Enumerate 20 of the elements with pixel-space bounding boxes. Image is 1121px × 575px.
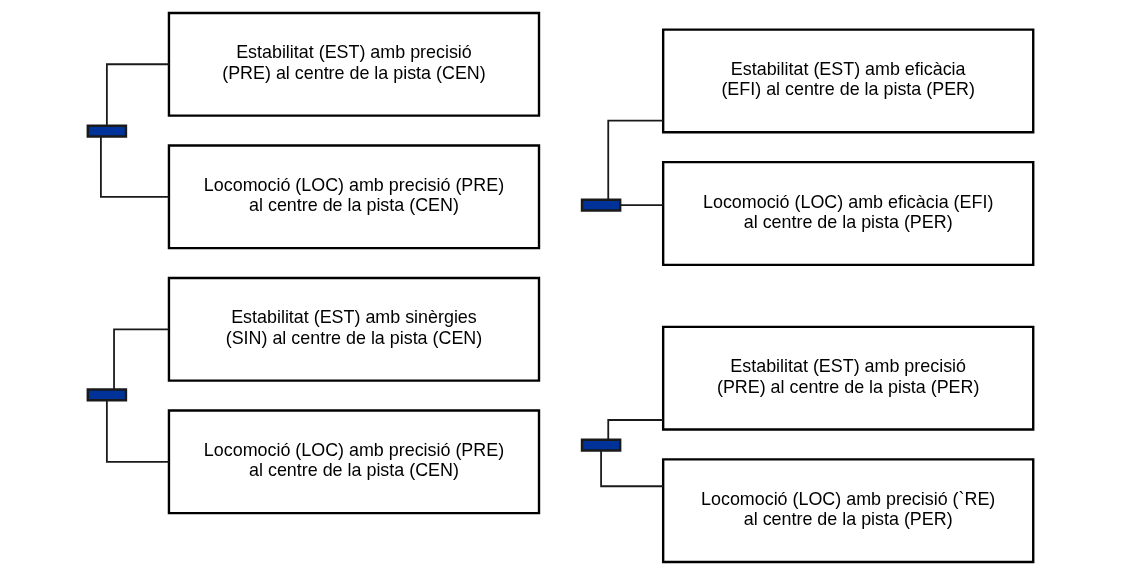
connector bbox=[600, 449, 665, 488]
connector bbox=[100, 135, 170, 198]
connector bbox=[106, 399, 170, 463]
node-box: Estabilitat (EST) amb precisió (PRE) al centre de la pista (CEN) bbox=[167, 11, 541, 117]
node-box: Locomoció (LOC) amb precisió (PRE) al centre de la pista (CEN) bbox=[167, 144, 541, 250]
node-box: Estabilitat (EST) amb precisió (PRE) al centre de la pista (PER) bbox=[661, 325, 1035, 431]
connector bbox=[106, 63, 170, 127]
node-box: Locomoció (LOC) amb precisió (PRE) al centre de la pista (CEN) bbox=[167, 409, 541, 515]
node-bar bbox=[580, 438, 622, 452]
node-box: Estabilitat (EST) amb sinèrgies (SIN) al centre de la pista (CEN) bbox=[167, 276, 541, 382]
node-bar bbox=[86, 388, 128, 402]
node-box: Locomoció (LOC) amb precisió (`RE) al centre de la pista (PER) bbox=[661, 458, 1035, 564]
connector bbox=[619, 204, 665, 207]
node-box: Estabilitat (EST) amb eficàcia (EFI) al centre de la pista (PER) bbox=[661, 28, 1035, 134]
node-bar bbox=[86, 124, 128, 138]
node-bar bbox=[580, 198, 622, 212]
connector bbox=[607, 419, 664, 441]
connector bbox=[113, 328, 170, 391]
connector bbox=[607, 119, 664, 201]
node-box: Locomoció (LOC) amb eficàcia (EFI) al centre de la pista (PER) bbox=[661, 160, 1035, 266]
